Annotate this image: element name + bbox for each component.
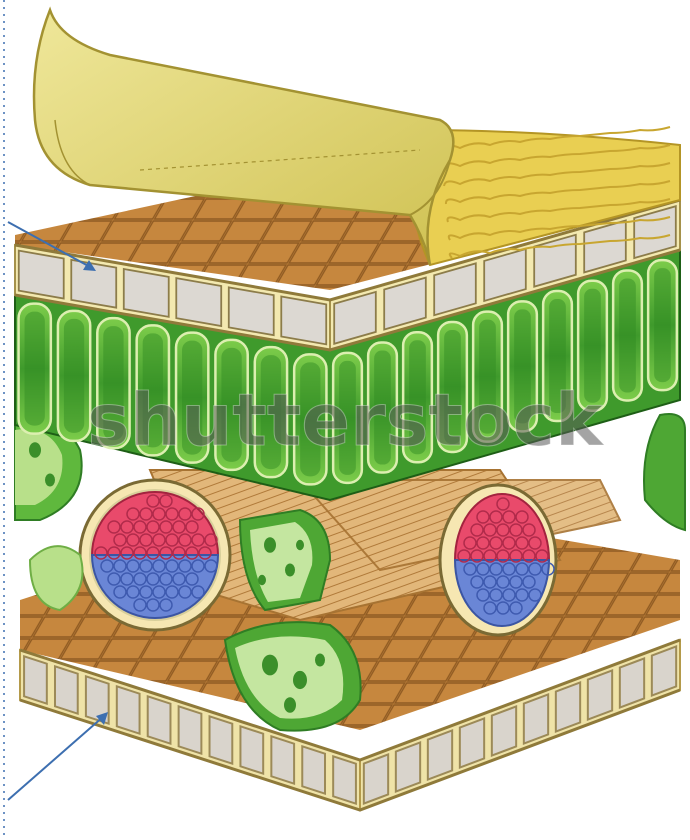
air-space [296,540,304,550]
lower-epidermis-cell [620,658,644,707]
lower-epidermis-cell [524,694,548,743]
lower-epidermis-cell [364,754,388,803]
air-space [29,442,41,458]
palisade-cell-vacuole [619,278,636,392]
lower-epidermis-cell [148,696,171,743]
upper-epidermis-cell [124,269,169,317]
vascular-bundle-right [440,485,556,635]
upper-epidermis-cell [281,296,326,344]
air-space [293,671,307,689]
lower-epidermis-cell [179,706,202,753]
lower-epidermis-cell [396,742,420,791]
lower-epidermis-cell [428,730,452,779]
lower-epidermis-cell [271,736,294,783]
air-space [285,564,295,577]
air-space [284,697,296,713]
palisade-cell-vacuole [25,312,45,426]
air-space [258,575,266,585]
lower-epidermis-cell [55,666,78,713]
upper-epidermis-cell [71,260,116,308]
palisade-cell-vacuole [64,319,84,433]
lower-epidermis-cell [460,718,484,767]
pointer-arrow-icon [8,712,108,800]
lower-epidermis-cell [302,746,325,793]
watermark-text: shutterstock [87,378,605,462]
air-space [262,655,278,676]
lower-epidermis-cell [24,656,47,703]
lower-epidermis-cell [240,726,263,773]
lower-epidermis-cell [556,682,580,731]
lower-epidermis-cell [588,670,612,719]
upper-epidermis-cell [19,251,64,299]
air-space [264,537,276,553]
lower-epidermis-cell [210,716,233,763]
air-space [45,474,55,487]
upper-epidermis-cell [176,278,221,326]
lower-epidermis-cell [117,686,140,733]
vascular-bundle-left [80,480,230,630]
air-space [315,654,325,667]
lower-epidermis-cell [492,706,516,755]
upper-epidermis-cell [229,287,274,335]
palisade-cell-vacuole [654,268,671,382]
lower-epidermis-cell [333,756,356,803]
lower-epidermis-cell [652,646,676,695]
